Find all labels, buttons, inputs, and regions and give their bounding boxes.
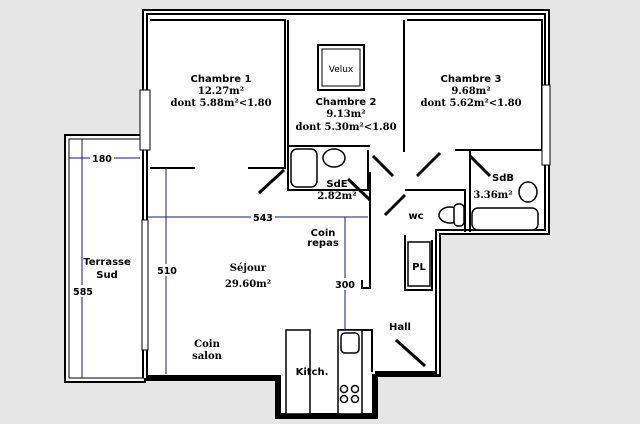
svg-text:Coin: Coin: [311, 228, 336, 239]
room-name: Séjour: [230, 263, 267, 274]
bathtub-icon: [471, 207, 539, 231]
dimension-180: 180: [92, 154, 112, 165]
room-wc: wc: [408, 211, 423, 222]
stove-icon: [339, 384, 349, 394]
room-name: Chambre 1: [191, 74, 252, 85]
room-note: dont 5.88m²<1.80: [170, 98, 271, 109]
windows: [139, 84, 551, 351]
sink-icon: [322, 148, 346, 168]
dimension-543: 543: [253, 213, 273, 224]
shower-icon: [290, 148, 318, 188]
dimension-585: 585: [73, 287, 93, 298]
room-area: 12.27m²: [198, 86, 244, 97]
velux-label: Velux: [329, 65, 354, 75]
svg-text:Sud: Sud: [96, 270, 117, 281]
doors: [257, 151, 492, 368]
svg-text:salon: salon: [192, 351, 223, 362]
room-note: dont 5.30m²<1.80: [295, 122, 396, 133]
room-hall: Hall: [389, 322, 411, 333]
svg-text:Terrasse: Terrasse: [83, 257, 131, 268]
coin-salon: Coin salon: [192, 339, 223, 362]
room-sejour: Séjour 29.60m²: [225, 263, 271, 290]
closet: [407, 241, 431, 287]
room-area: 9.68m²: [451, 86, 490, 97]
dimension-300: 300: [335, 280, 355, 291]
dimension-510: 510: [157, 266, 177, 277]
room-area: 3.36m²: [473, 190, 512, 201]
room-name: Chambre 2: [316, 97, 377, 108]
room-sde: SdE 2.82m²: [317, 179, 356, 202]
room-note: dont 5.62m²<1.80: [420, 98, 521, 109]
dimension-labels: 180 543 510 585 300: [72, 152, 356, 298]
room-area: 9.13m²: [326, 109, 365, 120]
room-name: SdE: [326, 179, 347, 190]
fixtures: [285, 148, 539, 415]
interior-walls: [150, 19, 543, 372]
room-sdb: SdB 3.36m²: [473, 173, 514, 201]
room-area: 2.82m²: [317, 191, 356, 202]
room-name: Chambre 3: [441, 74, 502, 85]
svg-text:Coin: Coin: [194, 339, 220, 350]
terrace-label: Terrasse Sud: [83, 257, 131, 281]
room-chambre-3: Chambre 3 9.68m² dont 5.62m²<1.80: [420, 74, 521, 109]
room-kitchen: Kitch.: [296, 367, 329, 378]
room-name: SdB: [492, 173, 514, 184]
room-area: 29.60m²: [225, 279, 271, 290]
apartment-floor: [145, 12, 547, 416]
kitchen-sink-icon: [340, 332, 360, 354]
counter: [285, 329, 311, 415]
velux-window: Velux: [317, 44, 365, 91]
coin-repas: Coin repas: [307, 228, 339, 249]
room-chambre-1: Chambre 1 12.27m² dont 5.88m²<1.80: [170, 74, 271, 109]
room-pl: PL: [412, 262, 426, 273]
sink-icon: [518, 181, 538, 203]
svg-text:repas: repas: [307, 238, 339, 249]
terrace: [64, 134, 146, 383]
room-chambre-2: Chambre 2 9.13m² dont 5.30m²<1.80: [295, 97, 396, 133]
